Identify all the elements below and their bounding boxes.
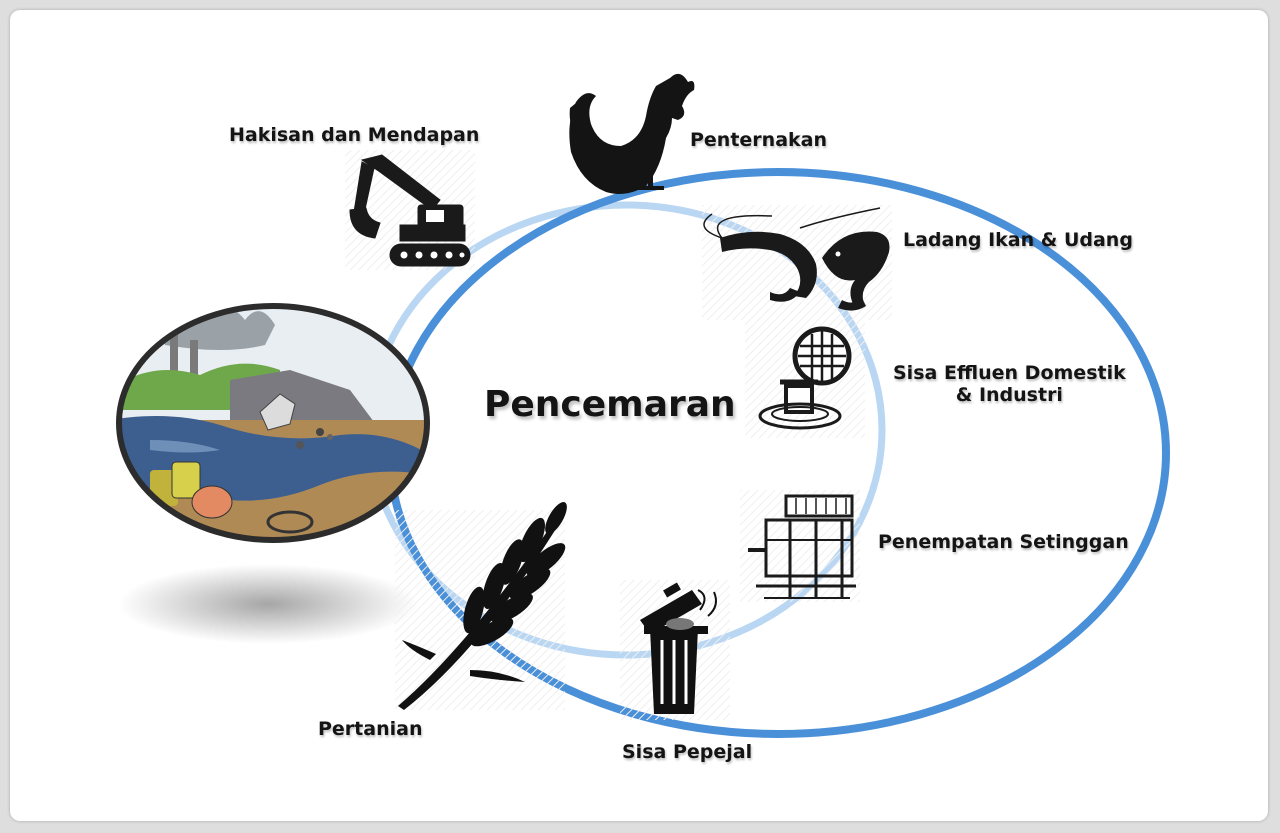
- label-agriculture: Pertanian: [318, 718, 423, 740]
- label-effluent: Sisa Effluen Domestik & Industri: [893, 362, 1126, 406]
- trash-bin-icon: [640, 582, 717, 714]
- drain-pipe-icon: [758, 326, 852, 430]
- excavator-icon: [349, 154, 471, 267]
- label-livestock: Penternakan: [690, 129, 828, 151]
- label-erosion: Hakisan dan Mendapan: [229, 124, 480, 146]
- shrimp-icon: [703, 213, 817, 302]
- stilt-house-icon: [748, 494, 856, 599]
- label-effluent-line1: Sisa Effluen Domestik: [893, 362, 1126, 384]
- label-effluent-line2: & Industri: [955, 384, 1063, 406]
- wheat-icon: [398, 502, 567, 710]
- photo-shadow: [118, 564, 418, 644]
- label-solid-waste: Sisa Pepejal: [622, 741, 753, 763]
- diagram-title: Pencemaran: [484, 384, 736, 425]
- rooster-icon: [569, 73, 695, 194]
- fish-icon: [799, 207, 890, 311]
- label-squatters: Penempatan Setinggan: [878, 531, 1129, 553]
- label-aquaculture: Ladang Ikan & Udang: [903, 229, 1133, 251]
